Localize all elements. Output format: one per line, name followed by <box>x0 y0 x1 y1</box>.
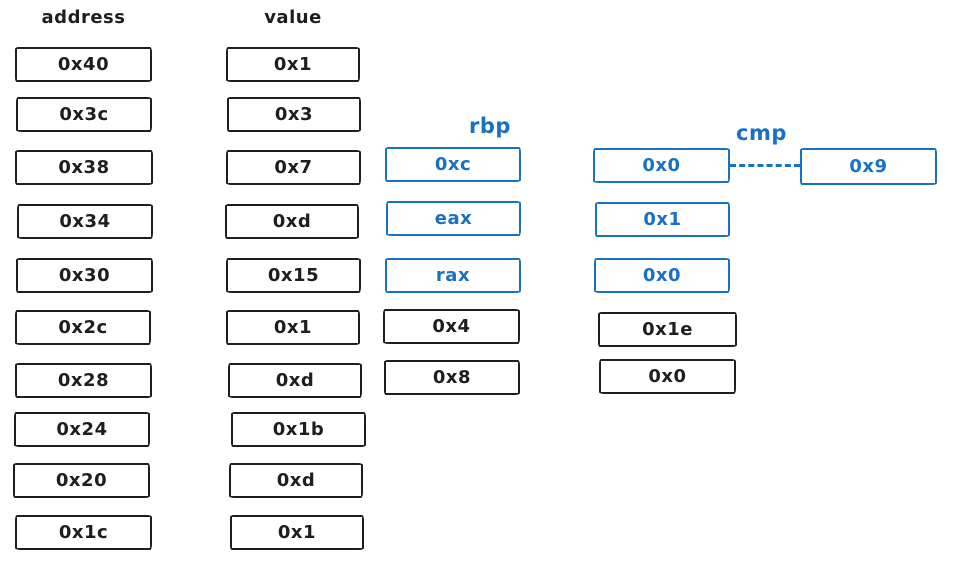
register-label-rbp: rbp <box>469 114 511 138</box>
address-cell: 0x24 <box>14 412 150 447</box>
address-cell: 0x2c <box>15 310 151 345</box>
value-cell: 0x1 <box>230 515 364 550</box>
cmp-cell: 0x0 <box>594 258 730 293</box>
cmp-operand-cell: 0x9 <box>800 148 937 185</box>
register-cell-eax: eax <box>386 201 521 236</box>
address-cell: 0x20 <box>13 463 150 498</box>
address-cell: 0x34 <box>17 204 153 239</box>
cmp-cell: 0x0 <box>593 148 730 183</box>
stack-cell: 0x4 <box>383 309 520 344</box>
address-cell: 0x30 <box>16 258 153 293</box>
register-cell-rax: rax <box>385 258 521 293</box>
cmp-cell: 0x1e <box>598 312 737 347</box>
address-cell: 0x3c <box>16 97 152 132</box>
value-cell: 0xd <box>228 363 362 398</box>
address-cell: 0x38 <box>15 150 153 185</box>
cmp-cell: 0x0 <box>599 359 736 394</box>
value-cell: 0x1 <box>226 47 360 82</box>
stack-cell: 0x8 <box>384 360 520 395</box>
cmp-dashed-connector <box>730 164 800 167</box>
value-cell: 0x15 <box>226 258 361 293</box>
cmp-cell: 0x1 <box>595 202 730 237</box>
address-cell: 0x28 <box>15 363 152 398</box>
value-cell: 0x7 <box>226 150 361 185</box>
register-cell-rbp: 0xc <box>385 147 521 182</box>
column-header-address: address <box>41 7 126 28</box>
cmp-label: cmp <box>736 121 787 145</box>
address-cell: 0x40 <box>15 47 152 82</box>
column-header-value: value <box>264 7 322 28</box>
address-cell: 0x1c <box>15 515 152 550</box>
value-cell: 0x1 <box>226 310 360 345</box>
value-cell: 0x3 <box>227 97 361 132</box>
value-cell: 0xd <box>229 463 363 498</box>
value-cell: 0x1b <box>231 412 366 447</box>
value-cell: 0xd <box>225 204 359 239</box>
